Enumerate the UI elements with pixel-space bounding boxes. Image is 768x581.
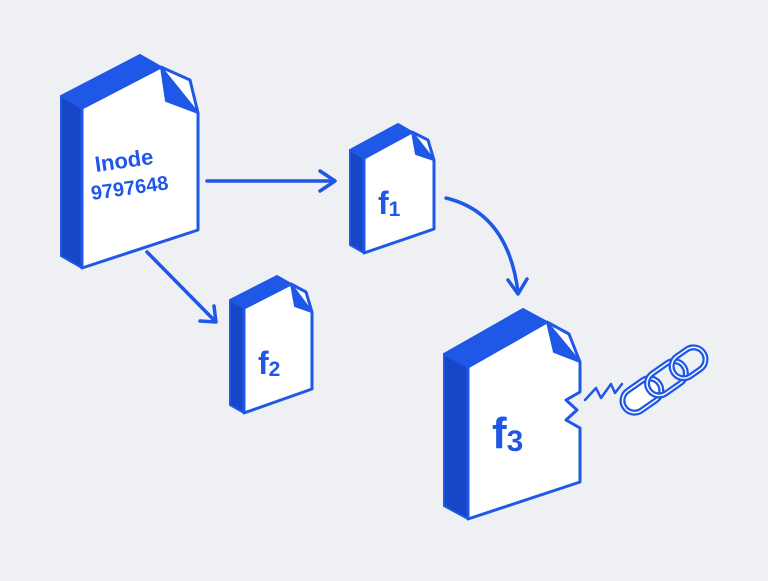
f2-document: f2 [229, 275, 314, 415]
f3-label: f3 [492, 409, 523, 458]
file-document-icon [229, 275, 314, 415]
broken-chain-link-icon [619, 344, 709, 416]
f1-document: f1 [349, 123, 436, 255]
broken-file-document-icon [443, 308, 582, 521]
f3-document: f3 [443, 308, 582, 521]
edge-inode-to-f2 [145, 250, 218, 324]
edge-f1-to-f3 [444, 196, 529, 296]
f1-label: f1 [378, 185, 401, 221]
f2-label: f2 [258, 345, 280, 381]
file-document-icon [349, 123, 436, 255]
file-document-icon [60, 54, 200, 270]
edge-inode-to-f1 [205, 169, 337, 193]
lightning-zigzag-icon [583, 382, 624, 402]
inode-document: Inode 9797648 [60, 54, 200, 270]
